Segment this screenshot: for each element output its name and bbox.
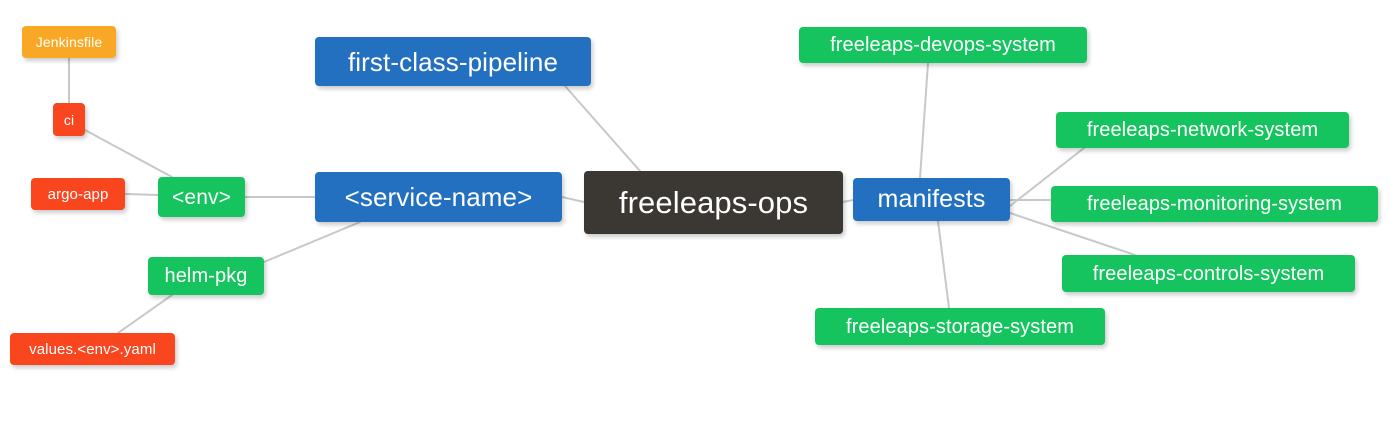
mindmap-node-label: freeleaps-devops-system — [830, 34, 1056, 56]
mindmap-node-manifests[interactable]: manifests — [853, 178, 1010, 221]
mindmap-node-label: freeleaps-monitoring-system — [1086, 193, 1342, 215]
edge-freeleaps-ops-to-first-class-pipeline — [564, 85, 641, 172]
mindmap-node-helm-pkg[interactable]: helm-pkg — [148, 257, 264, 295]
mindmap-node-label: ci — [63, 111, 75, 128]
mindmap-node-label: <service-name> — [344, 182, 533, 212]
mindmap-node-label: first-class-pipeline — [347, 46, 559, 77]
mindmap-node-freeleaps-monitoring-system[interactable]: freeleaps-monitoring-system — [1051, 186, 1378, 222]
mindmap-node-freeleaps-storage-system[interactable]: freeleaps-storage-system — [815, 308, 1105, 345]
mindmap-node-label: freeleaps-controls-system — [1092, 262, 1325, 285]
mindmap-node-label: freeleaps-ops — [618, 185, 809, 220]
mindmap-node-label: <env> — [172, 185, 231, 209]
mindmap-node-argo-app[interactable]: argo-app — [31, 178, 125, 210]
mindmap-node-label: values.<env>.yaml — [29, 340, 156, 358]
edge-freeleaps-ops-to-service-name — [561, 196, 585, 203]
mindmap-node-first-class-pipeline[interactable]: first-class-pipeline — [315, 37, 591, 86]
mindmap-node-ci[interactable]: ci — [53, 103, 85, 136]
mindmap-node-label: helm-pkg — [164, 265, 248, 287]
edge-helm-pkg-to-values-env-yaml — [117, 294, 173, 334]
mindmap-node-freeleaps-ops[interactable]: freeleaps-ops — [584, 171, 843, 234]
mindmap-node-label: argo-app — [47, 185, 109, 203]
edge-manifests-to-freeleaps-devops-system — [919, 62, 929, 179]
mindmap-node-label: manifests — [877, 185, 986, 213]
mindmap-node-service-name[interactable]: <service-name> — [315, 172, 562, 222]
edge-freeleaps-ops-to-manifests — [842, 199, 854, 203]
edge-env-to-argo-app — [124, 193, 159, 196]
mindmap-node-freeleaps-controls-system[interactable]: freeleaps-controls-system — [1062, 255, 1355, 292]
mindmap-node-label: freeleaps-storage-system — [845, 315, 1075, 338]
edge-env-to-ci — [84, 129, 173, 178]
edge-service-name-to-helm-pkg — [263, 221, 361, 263]
mindmap-node-label: freeleaps-network-system — [1086, 119, 1319, 141]
mindmap-node-jenkinsfile[interactable]: Jenkinsfile — [22, 26, 116, 58]
mindmap-node-label: Jenkinsfile — [35, 34, 103, 50]
edge-manifests-to-freeleaps-storage-system — [937, 220, 950, 309]
mindmap-node-freeleaps-devops-system[interactable]: freeleaps-devops-system — [799, 27, 1087, 63]
mindmap-node-values-env-yaml[interactable]: values.<env>.yaml — [10, 333, 175, 365]
mindmap-node-env[interactable]: <env> — [158, 177, 245, 217]
mindmap-node-freeleaps-network-system[interactable]: freeleaps-network-system — [1056, 112, 1349, 148]
